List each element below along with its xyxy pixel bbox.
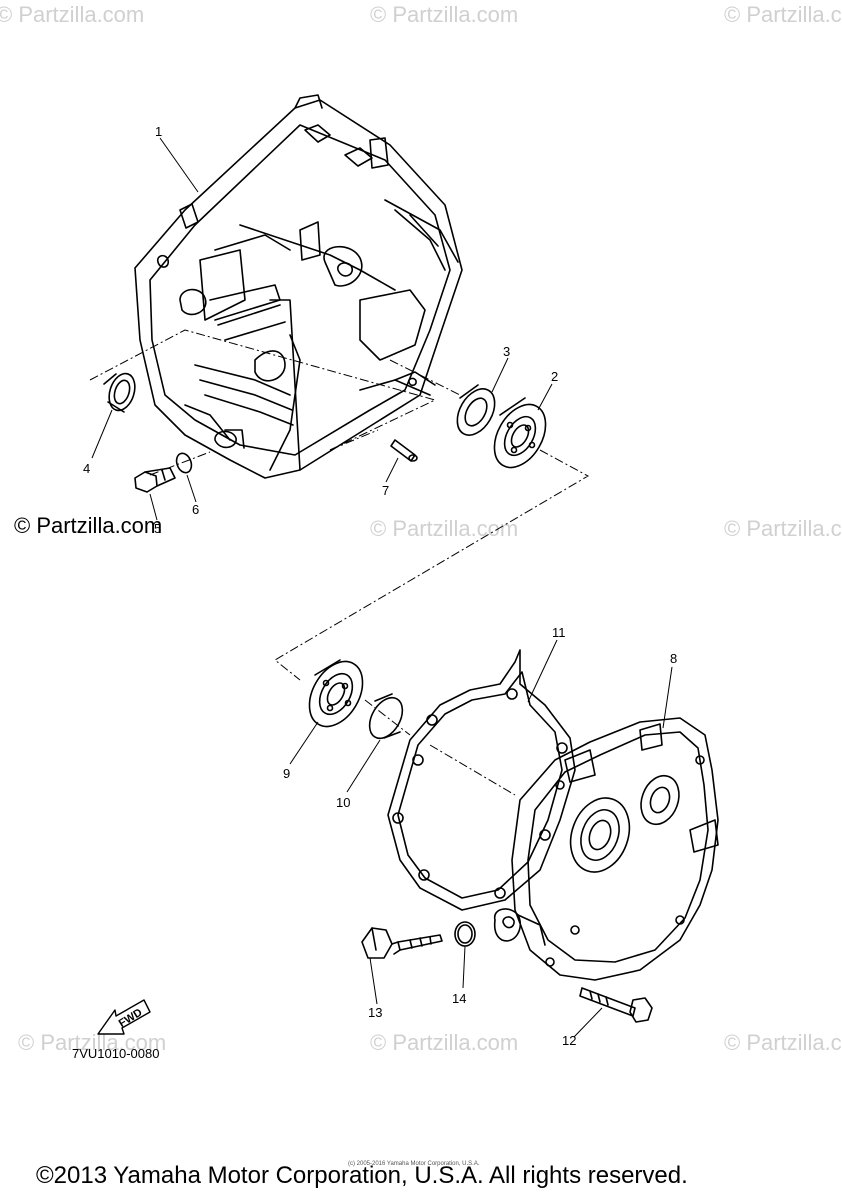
callout-9: 9: [283, 766, 291, 781]
callout-3: 3: [503, 344, 511, 359]
bearing-part-9: [308, 659, 364, 728]
bolt-part-5: [134, 467, 176, 493]
callout-2: 2: [551, 369, 559, 384]
copyright-notice: ©2013 Yamaha Motor Corporation, U.S.A. A…: [36, 1162, 688, 1189]
callout-12: 12: [562, 1033, 577, 1048]
dowel-pin-part-7: [390, 439, 418, 462]
oil-filler-cap-part-13: [361, 927, 443, 959]
callout-13: 13: [368, 1005, 383, 1020]
fwd-arrow-icon: [97, 999, 151, 1035]
callout-7: 7: [382, 483, 390, 498]
o-ring-part-14: [454, 921, 476, 947]
watermark: © Partzilla.com: [724, 516, 842, 541]
watermark: © Partzilla.com: [18, 1030, 167, 1055]
watermark: © Partzilla.com: [724, 1030, 842, 1055]
bearing-part-2: [493, 397, 547, 469]
crankcase-cover-part-8: [493, 717, 719, 981]
callout-6: 6: [192, 502, 200, 517]
callout-5: 5: [154, 521, 162, 536]
plug-part-10: [368, 693, 404, 740]
gasket-part-11: [387, 649, 576, 911]
part-code: 7VU1010-0080: [72, 1046, 160, 1061]
fwd-arrow-label: FWD: [117, 1006, 145, 1029]
callout-1: 1: [155, 124, 163, 139]
callout-8: 8: [670, 651, 678, 666]
watermark: © Partzilla.com: [370, 516, 519, 541]
washer-part-6: [175, 452, 193, 474]
watermark: © Partzilla.com: [370, 2, 519, 27]
watermark: © Partzilla.com: [0, 2, 145, 27]
callout-11: 11: [552, 625, 566, 640]
watermark: © Partzilla.com: [724, 2, 842, 27]
watermark: © Partzilla.com: [370, 1030, 519, 1055]
oil-seal-part-3: [456, 384, 496, 436]
callout-10: 10: [336, 795, 351, 810]
brand-text: © Partzilla.com: [14, 513, 163, 538]
callout-4: 4: [83, 461, 91, 476]
crankcase: [134, 94, 463, 479]
callout-14: 14: [452, 991, 467, 1006]
oil-seal-part-4: [103, 372, 136, 413]
small-print: (c) 2005-2016 Yamaha Motor Corporation, …: [348, 1161, 480, 1167]
bolt-part-12: [579, 987, 653, 1023]
